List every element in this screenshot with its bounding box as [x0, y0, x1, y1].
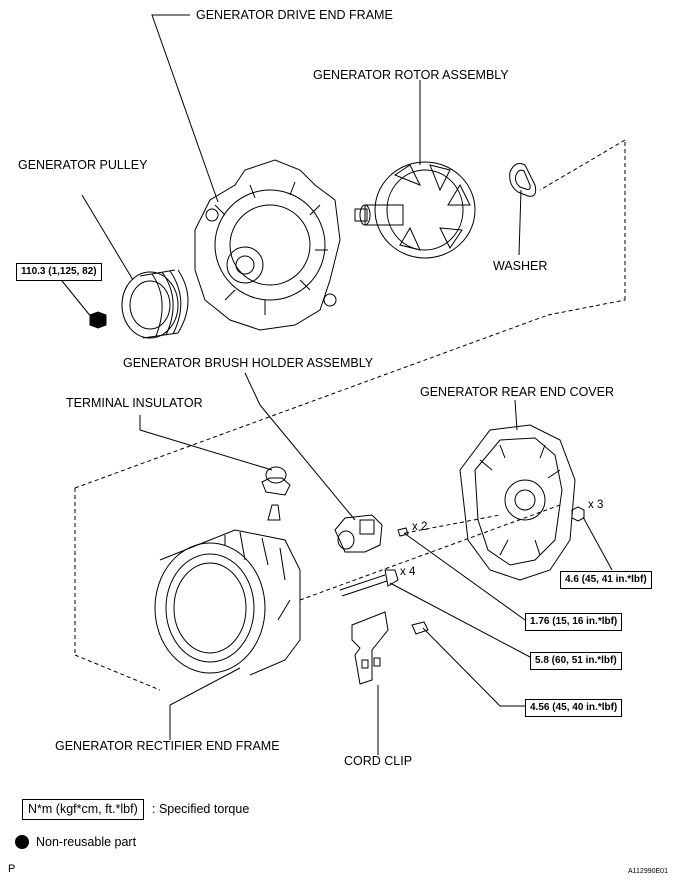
label-cord-clip: CORD CLIP	[344, 754, 413, 768]
through-bolt-part	[339, 569, 399, 597]
label-terminal-insulator: TERMINAL INSULATOR	[66, 396, 203, 410]
leader-lines	[57, 14, 613, 755]
rectifier-end-frame-part	[154, 504, 301, 676]
label-rear-end-cover: GENERATOR REAR END COVER	[420, 385, 615, 399]
pulley-part	[121, 269, 189, 339]
terminal-insulator-part	[261, 466, 291, 496]
drive-end-frame-part	[194, 159, 341, 331]
torque-clip-bolt: 4.56 (45, 40 in.*lbf)	[525, 699, 623, 717]
torque-cover-nut: 4.6 (45, 41 in.*lbf)	[560, 571, 652, 589]
torque-through-bolt: 5.8 (60, 51 in.*lbf)	[530, 652, 622, 670]
label-rectifier-end-frame: GENERATOR RECTIFIER END FRAME	[55, 739, 280, 753]
footer-right-code: A112990E01	[628, 868, 668, 875]
clip-bolt-part	[411, 621, 429, 635]
quantity-through-bolt: x 4	[400, 566, 416, 578]
quantity-cover-nut: x 3	[588, 499, 604, 511]
label-drive-end-frame: GENERATOR DRIVE END FRAME	[196, 8, 393, 22]
legend-unit-box: N*m (kgf*cm, ft.*lbf)	[22, 799, 144, 820]
pulley-nut-part	[89, 311, 107, 329]
non-reusable-dot-icon	[15, 835, 29, 849]
rotor-assembly-part	[354, 161, 476, 259]
brush-holder-part	[334, 514, 383, 553]
legend-unit-text: : Specified torque	[152, 802, 250, 816]
torque-pulley-nut: 110.3 (1,125, 82)	[16, 263, 102, 281]
label-pulley: GENERATOR PULLEY	[18, 158, 148, 172]
rear-end-cover-part	[459, 424, 576, 581]
torque-brush-screw: 1.76 (15, 16 in.*lbf)	[525, 613, 623, 631]
quantity-brush-screw: x 2	[412, 521, 428, 533]
label-brush-holder: GENERATOR BRUSH HOLDER ASSEMBLY	[123, 356, 374, 370]
brush-screw-part	[397, 527, 409, 537]
label-washer: WASHER	[493, 259, 548, 273]
legend-non-reusable-text: Non-reusable part	[36, 835, 137, 849]
footer-left-code: P	[8, 863, 16, 875]
label-rotor-assembly: GENERATOR ROTOR ASSEMBLY	[313, 68, 509, 82]
cover-nut-part	[571, 506, 585, 522]
assembly-dashed-outline	[74, 139, 626, 691]
cord-clip-part	[351, 611, 389, 685]
washer-part	[509, 163, 537, 197]
